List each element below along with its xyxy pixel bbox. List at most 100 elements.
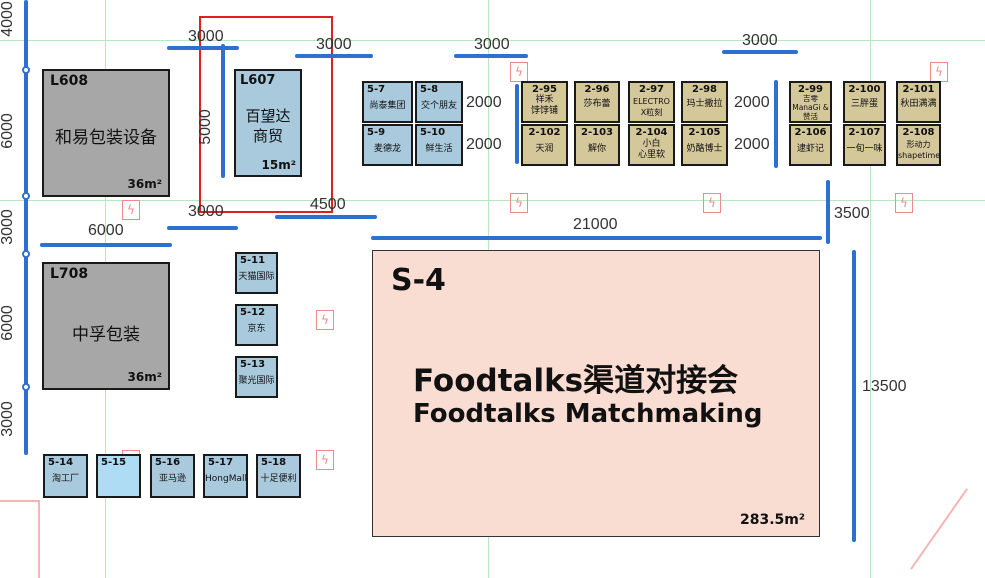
booth-name: 莎布蕾	[583, 99, 611, 109]
power-outlet-icon: ϟ	[510, 193, 528, 213]
booth-name: 麦德龙	[373, 144, 401, 154]
booth-name: HongMall	[205, 474, 247, 484]
booth-2-102[interactable]: 2-102 天润	[521, 124, 568, 166]
booth-name: 十足便利	[260, 474, 297, 484]
booth-area: 36m²	[127, 177, 162, 191]
power-outlet-icon: ϟ	[122, 200, 140, 220]
grid-line	[0, 200, 985, 201]
booth-id: 2-106	[794, 127, 827, 138]
dimension-cap	[22, 383, 30, 391]
dimension-cap	[22, 192, 30, 200]
grid-line	[0, 40, 985, 41]
highlight-frame	[199, 16, 333, 213]
booth-l607[interactable]: L607 百望达 商贸 15m²	[234, 69, 302, 177]
dim-right-3500: 3500	[834, 205, 870, 222]
booth-l608[interactable]: L608 和易包装设备 36m²	[42, 69, 170, 197]
booth-5-12[interactable]: 5-12 京东	[235, 304, 278, 346]
booth-2-98[interactable]: 2-98 玛士撒拉	[681, 81, 728, 123]
booth-id: 5-7	[367, 84, 386, 95]
dim-top-3000-d: 3000	[742, 32, 778, 49]
booth-id: 5-17	[208, 457, 234, 468]
booth-id: 5-15	[101, 457, 127, 468]
dim-left-6000-b: 6000	[0, 305, 16, 341]
dim-right-13500: 13500	[862, 378, 907, 395]
dim-mid-6000: 6000	[88, 222, 124, 239]
booth-5-14[interactable]: 5-14 淘工厂	[43, 454, 88, 498]
booth-5-13[interactable]: 5-13 聚光国际	[235, 356, 278, 398]
dim-left-3000-b: 3000	[0, 401, 16, 437]
booth-5-10[interactable]: 5-10 鲜生活	[415, 124, 463, 166]
dim-row-2000-c: 2000	[734, 94, 770, 111]
top-dimension-line	[722, 50, 798, 54]
dim-row-2000-b: 2000	[466, 136, 502, 153]
booth-name: 中孚包装	[72, 325, 140, 345]
booth-2-104[interactable]: 2-104 小白 心里软	[628, 124, 675, 166]
booth-2-99[interactable]: 2-99 吉零 ManaGi & 赞活	[789, 81, 832, 123]
booth-name: 形动力 shapetime	[898, 140, 941, 160]
booth-2-108[interactable]: 2-108 形动力 shapetime	[896, 124, 941, 166]
booth-s4-matchmaking[interactable]: S-4 Foodtalks渠道对接会 Foodtalks Matchmaking…	[372, 250, 820, 537]
dim-mid-21000: 21000	[573, 216, 618, 233]
booth-id: 2-107	[848, 127, 881, 138]
grid-line	[870, 0, 871, 578]
booth-id: 2-103	[581, 127, 613, 138]
booth-id: 2-108	[902, 127, 935, 138]
dim-left-3000-a: 3000	[0, 209, 16, 245]
top-dimension-line	[454, 54, 528, 58]
booth-name: 解你	[587, 144, 606, 154]
booth-name: 天猫国际	[238, 272, 275, 282]
booth-2-97[interactable]: 2-97 ELECTRO X粒刻	[628, 81, 675, 123]
mid-dimension-line	[275, 215, 377, 219]
right-dimension-line	[852, 250, 856, 542]
booth-id: 5-11	[240, 255, 266, 266]
top-dimension-line	[167, 46, 239, 50]
architectural-line	[910, 488, 968, 570]
mid-dimension-line	[371, 236, 822, 240]
booth-5-11[interactable]: 5-11 天猫国际	[235, 252, 278, 294]
dim-top-3000-b: 3000	[316, 36, 352, 53]
power-outlet-icon: ϟ	[895, 193, 913, 213]
booth-name-line1: 百望达	[245, 107, 291, 125]
booth-l708[interactable]: L708 中孚包装 36m²	[42, 262, 170, 390]
booth-id: L608	[50, 73, 89, 89]
booth-name: 京东	[247, 324, 266, 334]
dim-row-2000-a: 2000	[466, 94, 502, 111]
booth-2-107[interactable]: 2-107 一旬一味	[843, 124, 886, 166]
booth-name: 交个朋友	[420, 101, 457, 111]
booth-name: 吉零 ManaGi & 赞活	[792, 94, 829, 121]
booth-2-106[interactable]: 2-106 逮虾记	[789, 124, 832, 166]
right-dimension-line	[826, 180, 830, 244]
booth-5-9[interactable]: 5-9 麦德龙	[362, 124, 413, 166]
area-title-en: Foodtalks Matchmaking	[413, 399, 763, 429]
booth-id: 5-13	[240, 359, 266, 370]
architectural-line	[38, 500, 40, 578]
booth-name-line2: 商贸	[252, 127, 283, 145]
booth-5-17[interactable]: 5-17 HongMall	[203, 454, 248, 498]
mid-dimension-line	[40, 243, 172, 247]
booth-5-8[interactable]: 5-8 交个朋友	[415, 81, 463, 123]
booth-id: 2-95	[531, 84, 558, 95]
booth-id: 5-9	[367, 127, 386, 138]
booth-2-101[interactable]: 2-101 秋田满满	[896, 81, 941, 123]
booth-id: 5-14	[48, 457, 74, 468]
booth-2-100[interactable]: 2-100 三胖蛋	[843, 81, 886, 123]
booth-2-103[interactable]: 2-103 解你	[574, 124, 620, 166]
booth-5-7[interactable]: 5-7 尚泰集团	[362, 81, 413, 123]
booth-name: 三胖蛋	[850, 99, 878, 109]
row-dimension-line	[515, 84, 519, 164]
booth-2-95[interactable]: 2-95 祥禾 饽饽铺	[521, 81, 568, 123]
booth-5-15[interactable]: 5-15	[96, 454, 141, 498]
dimension-cap	[22, 250, 30, 258]
booth-5-18[interactable]: 5-18 十足便利	[256, 454, 301, 498]
architectural-line	[0, 500, 40, 502]
booth-2-96[interactable]: 2-96 莎布蕾	[574, 81, 620, 123]
dim-row-2000-d: 2000	[734, 136, 770, 153]
booth-5-16[interactable]: 5-16 亚马逊	[150, 454, 195, 498]
booth-name: 淘工厂	[51, 474, 79, 484]
booth-2-105[interactable]: 2-105 奶酪博士	[681, 124, 728, 166]
booth-name: 祥禾 饽饽铺	[530, 95, 558, 116]
l607-dimension-line	[221, 44, 225, 178]
dim-mid-4500: 4500	[310, 196, 346, 213]
booth-name: 秋田满满	[900, 99, 937, 109]
booth-id: L607	[240, 73, 276, 88]
